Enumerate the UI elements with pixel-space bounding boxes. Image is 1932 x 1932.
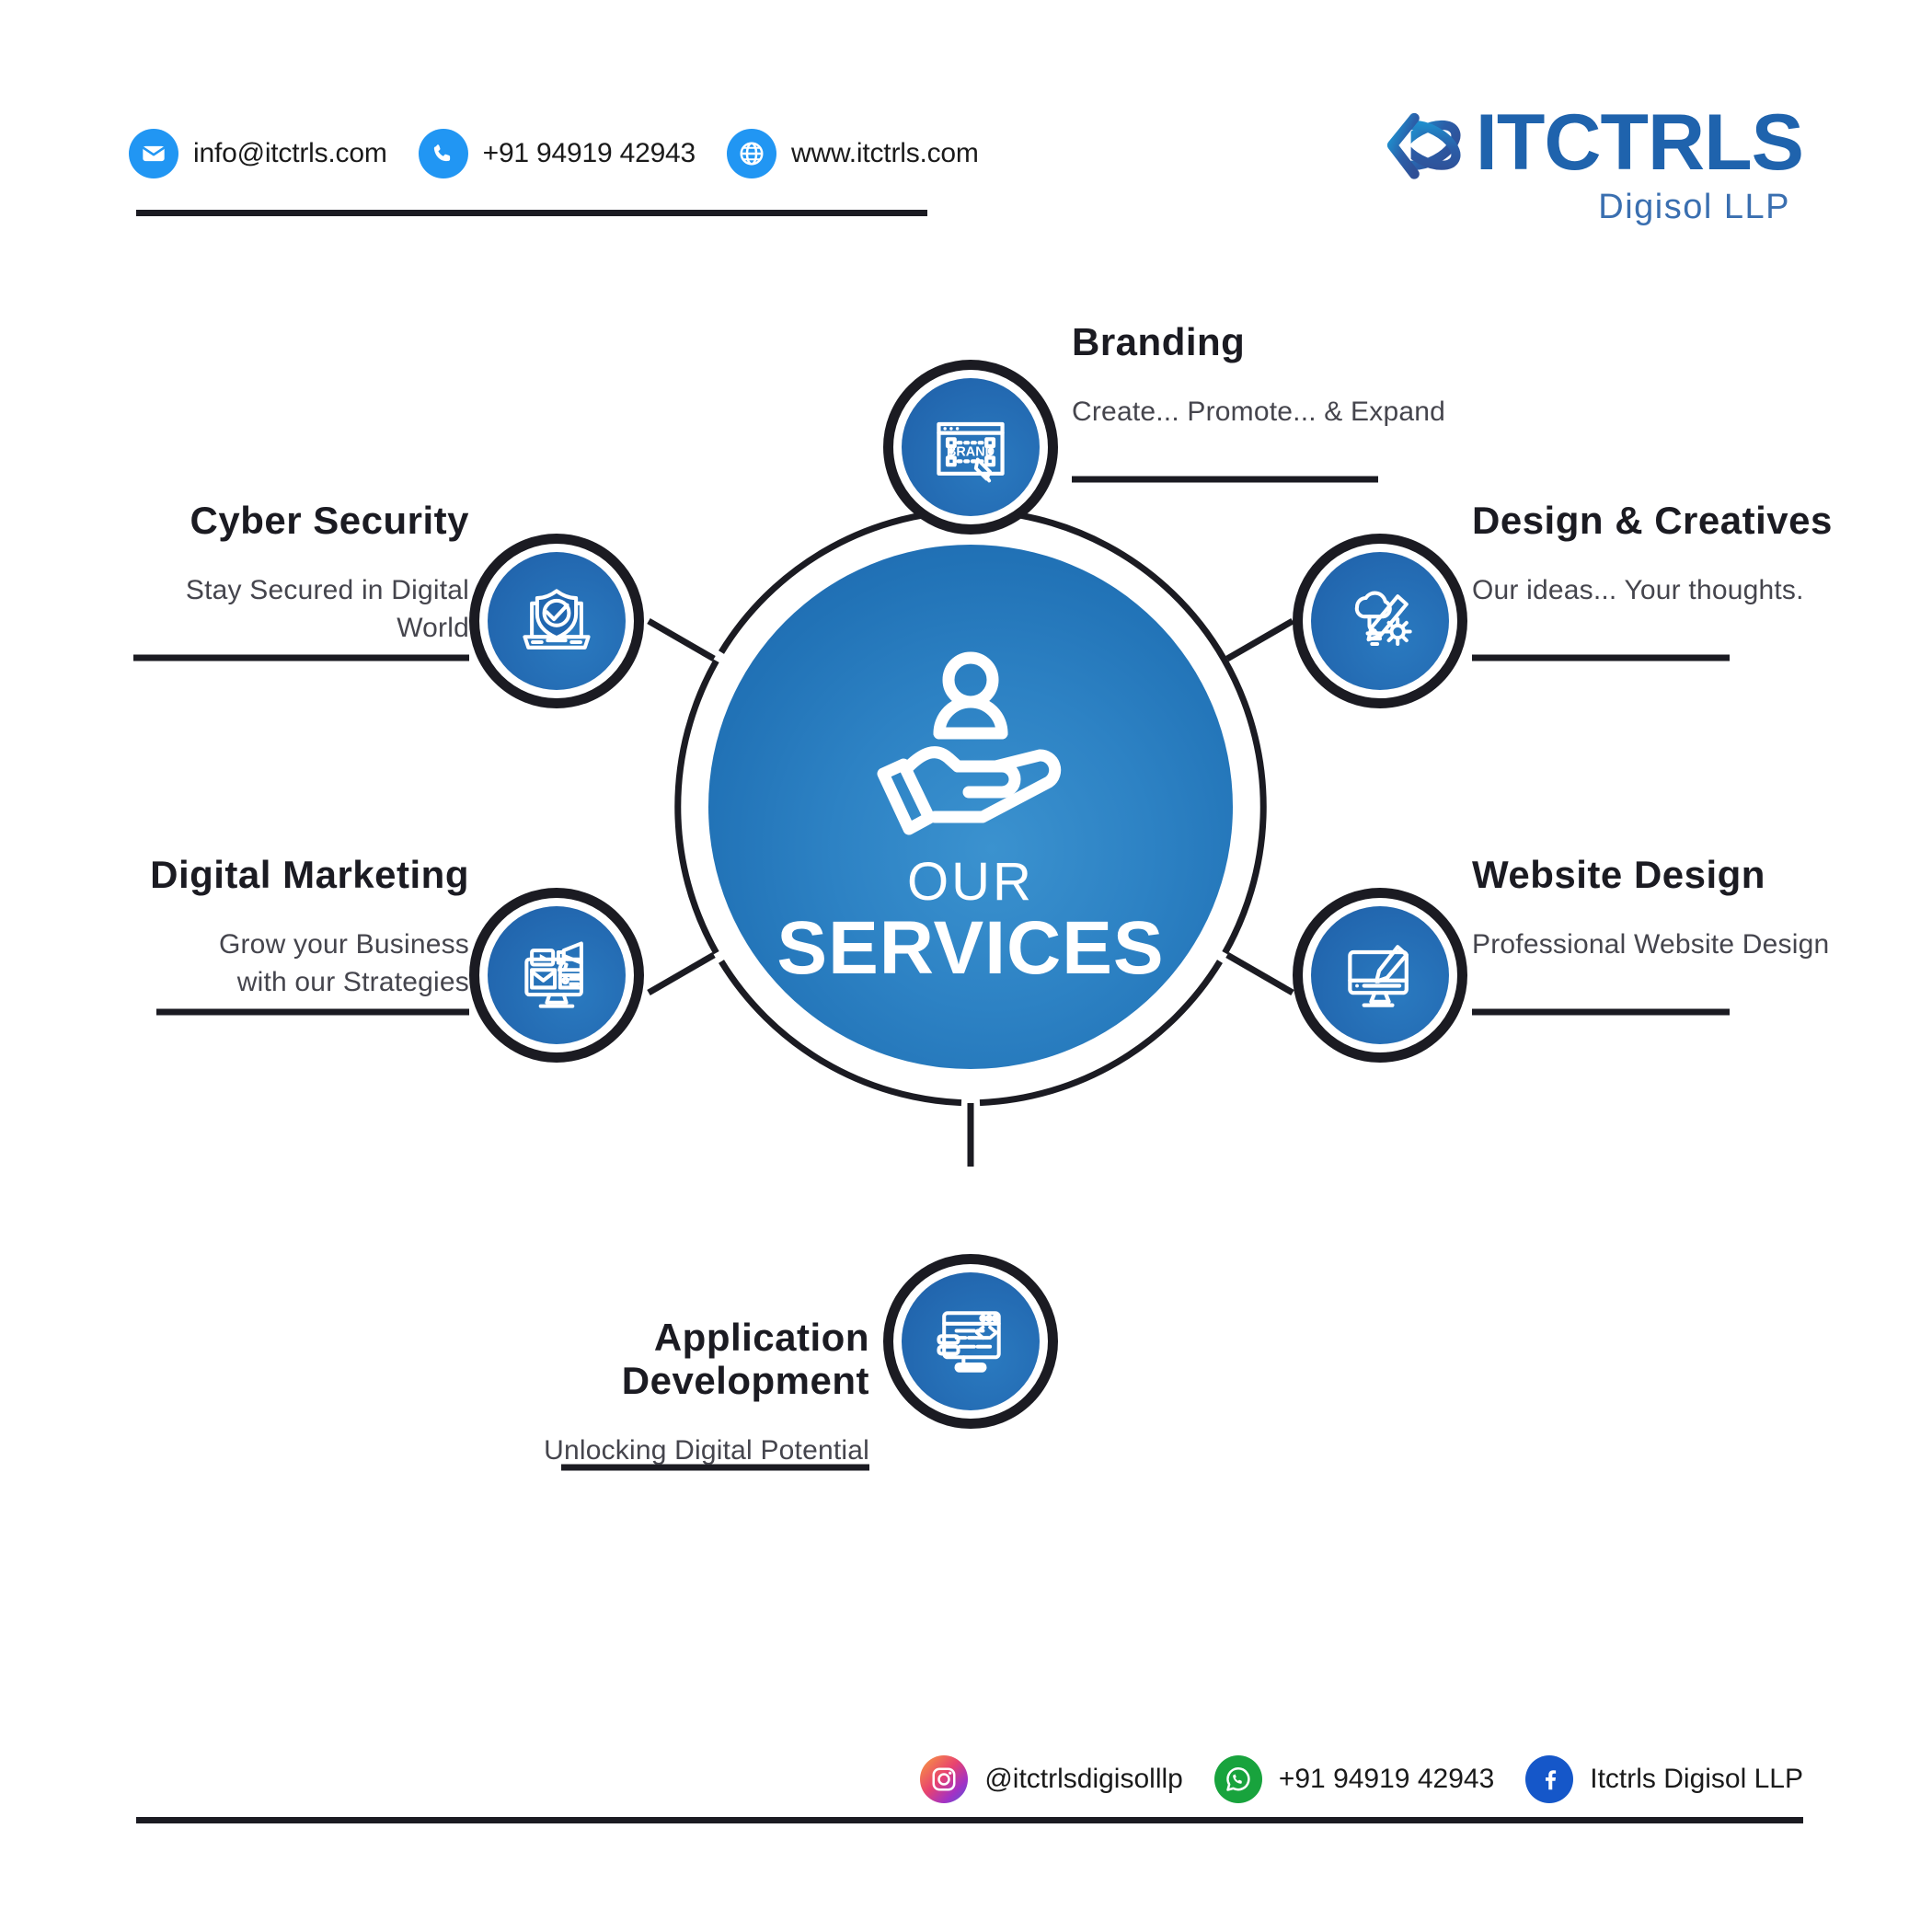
phone-icon: [418, 129, 468, 178]
contact-item-phone[interactable]: +91 94919 42943: [418, 129, 696, 178]
header-divider: [136, 210, 927, 216]
instagram-icon: [920, 1755, 969, 1803]
services-wheel: OUR SERVICES: [0, 304, 1932, 1592]
node-branding[interactable]: BRAND: [883, 360, 1058, 535]
hand-holding-person-icon: [856, 645, 1086, 843]
node-website-design[interactable]: [1293, 888, 1467, 1063]
label-application-development: Application Development Unlocking Digita…: [354, 1316, 869, 1470]
center-title-services: SERVICES: [776, 906, 1165, 991]
node-design-creatives[interactable]: [1293, 534, 1467, 708]
social-instagram-text: @itctrlsdigisolllp: [984, 1764, 1183, 1794]
contact-phone-text: +91 94919 42943: [482, 138, 696, 168]
footer-social-bar: @itctrlsdigisolllp +91 94919 42943 Itctr…: [920, 1755, 1803, 1803]
laptop-shield-check-icon: [488, 552, 626, 690]
contact-email-text: info@itctrls.com: [193, 138, 387, 168]
label-digital-marketing-subtitle: Grow your Business with our Strategies: [218, 929, 469, 997]
label-design-creatives: Design & Creatives Our ideas... Your tho…: [1472, 499, 1932, 610]
social-item-instagram[interactable]: @itctrlsdigisolllp: [920, 1755, 1183, 1803]
header-contact-bar: info@itctrls.com +91 94919 42943 www: [129, 129, 979, 178]
node-cyber-security[interactable]: [469, 534, 644, 708]
whatsapp-icon: [1213, 1755, 1262, 1803]
label-branding-title: Branding: [1072, 320, 1246, 363]
label-cyber-security-subtitle: Stay Secured in Digital World: [185, 575, 469, 643]
center-title-our: OUR: [907, 852, 1034, 913]
facebook-icon: [1525, 1755, 1574, 1803]
brand-window-pen-icon: BRAND: [902, 378, 1040, 516]
contact-item-website[interactable]: www.itctrls.com: [727, 129, 979, 178]
label-application-development-title: Application Development: [621, 1316, 869, 1403]
lightbulb-pencil-gear-icon: [1311, 552, 1449, 690]
wheel-connectors: [133, 447, 1730, 1471]
footer-divider: [136, 1817, 1803, 1823]
label-application-development-subtitle: Unlocking Digital Potential: [544, 1435, 869, 1466]
label-cyber-security: Cyber Security Stay Secured in Digital W…: [133, 499, 469, 647]
email-icon: [129, 129, 178, 178]
globe-icon: [727, 129, 777, 178]
svg-text:BRAND: BRAND: [947, 445, 995, 460]
label-design-creatives-subtitle: Our ideas... Your thoughts.: [1472, 575, 1804, 606]
label-cyber-security-title: Cyber Security: [190, 499, 469, 542]
label-digital-marketing: Digital Marketing Grow your Business wit…: [133, 853, 469, 1001]
social-facebook-text: Itctrls Digisol LLP: [1590, 1764, 1803, 1794]
label-digital-marketing-title: Digital Marketing: [150, 853, 469, 896]
social-item-whatsapp[interactable]: +91 94919 42943: [1213, 1755, 1495, 1803]
social-item-facebook[interactable]: Itctrls Digisol LLP: [1525, 1755, 1803, 1803]
monitor-paintbrush-icon: [1311, 906, 1449, 1044]
label-website-design: Website Design Professional Website Desi…: [1472, 853, 1932, 964]
code-window-icon: [902, 1272, 1040, 1410]
label-branding: Branding Create... Promote... & Expand: [1072, 320, 1587, 431]
label-website-design-title: Website Design: [1472, 853, 1765, 896]
contact-website-text: www.itctrls.com: [791, 138, 979, 168]
brand-logo: ITCTRLS Digisol LLP: [1371, 98, 1804, 227]
social-whatsapp-text: +91 94919 42943: [1278, 1764, 1495, 1794]
center-hub: OUR SERVICES: [708, 545, 1233, 1069]
logo-wordmark: ITCTRLS: [1475, 98, 1804, 188]
label-design-creatives-title: Design & Creatives: [1472, 499, 1833, 542]
label-website-design-subtitle: Professional Website Design: [1472, 929, 1830, 960]
atom-swoosh-icon: [1385, 112, 1461, 179]
megaphone-monitor-icon: [488, 906, 626, 1044]
node-application-development[interactable]: [883, 1254, 1058, 1429]
contact-item-email[interactable]: info@itctrls.com: [129, 129, 387, 178]
node-digital-marketing[interactable]: [469, 888, 644, 1063]
logo-subtitle: Digisol LLP: [1598, 188, 1790, 226]
label-branding-subtitle: Create... Promote... & Expand: [1072, 397, 1445, 428]
